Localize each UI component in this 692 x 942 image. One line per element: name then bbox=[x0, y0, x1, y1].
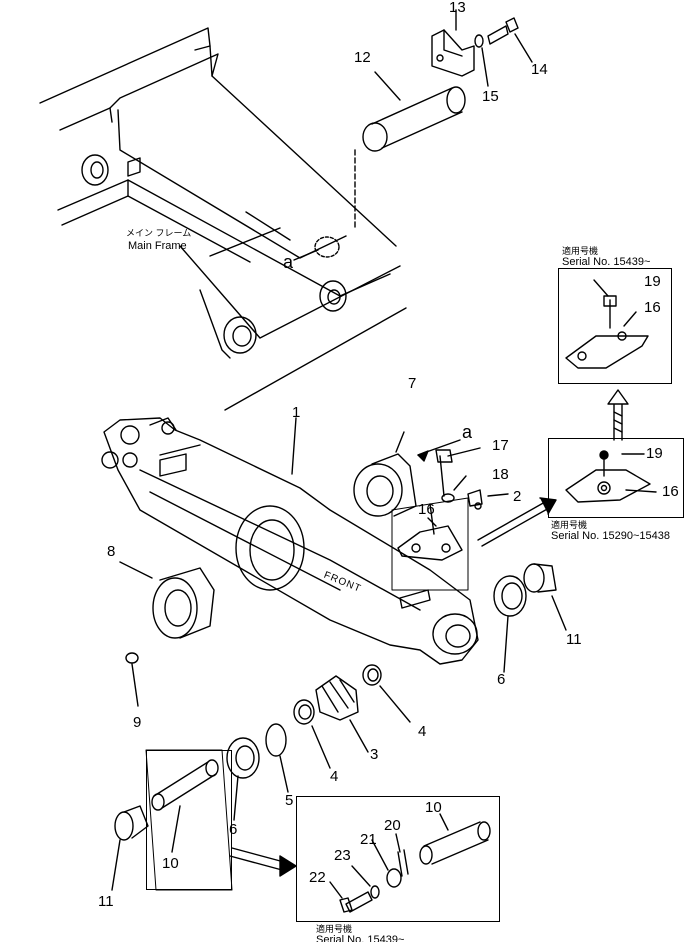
left-detail-box bbox=[146, 750, 232, 890]
part-5-o-ring bbox=[265, 723, 289, 793]
main-frame-label-jp: メイン フレーム bbox=[126, 228, 192, 238]
serial-bottom-label: Serial No. 15439~ bbox=[316, 934, 405, 942]
callout-10-left: 10 bbox=[162, 855, 179, 872]
serial-bottom-box bbox=[296, 796, 500, 922]
callout-7: 7 bbox=[408, 375, 417, 392]
serial-top-label-jp: 適用号機 bbox=[562, 246, 599, 256]
callout-4-upper: 4 bbox=[418, 723, 427, 740]
part-10-pin-bottom bbox=[419, 813, 491, 865]
part-23-washer bbox=[351, 865, 380, 899]
callout-15: 15 bbox=[482, 88, 499, 105]
serial-mid-label: Serial No. 15290~15438 bbox=[551, 530, 670, 542]
part-1-track-frame bbox=[101, 417, 479, 665]
callout-20: 20 bbox=[384, 817, 401, 834]
callout-8: 8 bbox=[107, 543, 116, 560]
part-18-washer bbox=[441, 493, 455, 503]
arrow-a-head bbox=[417, 450, 429, 462]
callout-17: 17 bbox=[492, 437, 509, 454]
part-17-bolt bbox=[435, 449, 453, 497]
main-frame-label: Main Frame bbox=[128, 240, 187, 252]
part-14-bolt bbox=[487, 17, 533, 63]
cap-16-variant-top bbox=[565, 295, 649, 369]
callout-14: 14 bbox=[531, 61, 548, 78]
callout-2: 2 bbox=[513, 488, 522, 505]
serial-mid-box bbox=[548, 438, 684, 518]
callout-3: 3 bbox=[370, 746, 379, 763]
callout-9: 9 bbox=[133, 714, 142, 731]
callout-16-center: 16 bbox=[418, 501, 435, 518]
callout-18: 18 bbox=[492, 466, 509, 483]
part-6-seal-right bbox=[493, 575, 527, 673]
part-12-pin bbox=[362, 71, 466, 152]
part-4-collar-upper bbox=[362, 664, 411, 723]
callout-6-left: 6 bbox=[229, 821, 238, 838]
part-7-idler bbox=[353, 431, 417, 517]
part-15-washer bbox=[474, 34, 489, 87]
leader-16-mid bbox=[625, 489, 657, 493]
part-21-ring bbox=[371, 839, 402, 888]
callout-11-left: 11 bbox=[98, 893, 114, 910]
callout-12: 12 bbox=[354, 49, 371, 66]
arrow-to-serial-bottom bbox=[229, 847, 297, 877]
callout-23: 23 bbox=[334, 847, 351, 864]
leader-17 bbox=[447, 447, 481, 457]
callout-13: 13 bbox=[449, 0, 466, 16]
callout-16-mid: 16 bbox=[662, 483, 679, 500]
callout-6-right: 6 bbox=[497, 671, 506, 688]
part-13-bracket bbox=[431, 9, 475, 77]
serial-top-label: Serial No. 15439~ bbox=[562, 256, 651, 268]
arrow-to-serial-top bbox=[607, 389, 629, 441]
leader-2 bbox=[487, 493, 509, 497]
callout-10-bottom: 10 bbox=[425, 799, 442, 816]
part-20-pin bbox=[395, 833, 409, 877]
callout-22: 22 bbox=[309, 869, 326, 886]
part-8-bearing-cap bbox=[119, 561, 215, 639]
callout-5: 5 bbox=[285, 792, 294, 809]
part-6-seal-left bbox=[226, 737, 260, 821]
cap-16-variant-mid bbox=[565, 450, 651, 503]
part-4-collar-lower bbox=[293, 699, 331, 769]
detail-a-label-upper: a bbox=[283, 252, 294, 272]
callout-11-right: 11 bbox=[566, 631, 582, 648]
callout-16-top: 16 bbox=[644, 299, 661, 316]
callout-1: 1 bbox=[292, 404, 301, 421]
part-9-plug bbox=[125, 652, 139, 707]
part-22-bolt bbox=[329, 881, 373, 913]
callout-21: 21 bbox=[360, 831, 377, 848]
leader-16-center bbox=[427, 517, 437, 527]
serial-bottom-label-jp: 適用号機 bbox=[316, 924, 353, 934]
callout-4-lower: 4 bbox=[330, 768, 339, 785]
detail-a-label-lower: a bbox=[462, 422, 473, 442]
callout-19-mid: 19 bbox=[646, 445, 663, 462]
leader-16-top bbox=[623, 311, 637, 327]
part-11-bushing-left bbox=[111, 805, 149, 891]
part-3-boot bbox=[315, 675, 369, 753]
callout-19-top: 19 bbox=[644, 273, 661, 290]
arrow-to-serial-mid bbox=[477, 497, 557, 547]
serial-top-box bbox=[558, 268, 672, 384]
leader-18 bbox=[453, 475, 467, 491]
part-16-cap-center bbox=[391, 497, 469, 591]
serial-mid-label-jp: 適用号機 bbox=[551, 520, 588, 530]
main-frame bbox=[39, 27, 407, 411]
part-11-bushing-right bbox=[523, 563, 567, 631]
part-2-grease-nipple bbox=[467, 489, 483, 510]
leader-19-top bbox=[593, 279, 609, 297]
